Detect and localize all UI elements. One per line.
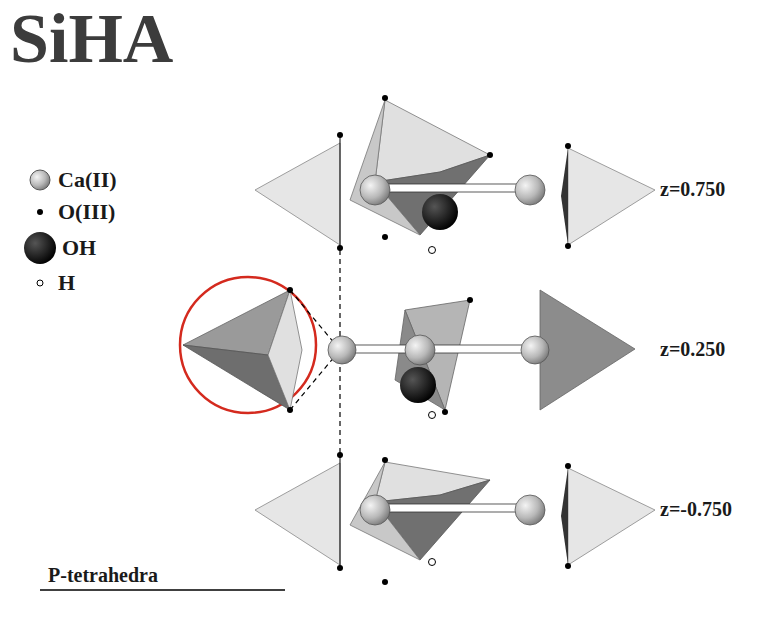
- ca-symbol: [30, 170, 50, 190]
- legend-text: OH: [62, 237, 96, 259]
- diagram-title: SiHA: [10, 4, 173, 74]
- underline: [40, 589, 285, 591]
- legend-text: H: [58, 272, 75, 294]
- layer-middle: [180, 277, 635, 419]
- layer-height: z=0.250: [660, 339, 725, 359]
- layer-top: [255, 95, 655, 254]
- layer-height: z=-0.750: [660, 499, 732, 519]
- o-symbol: [37, 209, 43, 215]
- oh-symbol: [24, 232, 56, 264]
- layer-bottom: [255, 452, 655, 585]
- legend-symbols: [24, 170, 56, 286]
- layer-height: z=0.750: [660, 179, 725, 199]
- legend-text: Ca(II): [58, 169, 117, 191]
- section-label: P-tetrahedra: [48, 565, 158, 585]
- legend-text: O(III): [58, 201, 115, 223]
- h-symbol: [37, 280, 43, 286]
